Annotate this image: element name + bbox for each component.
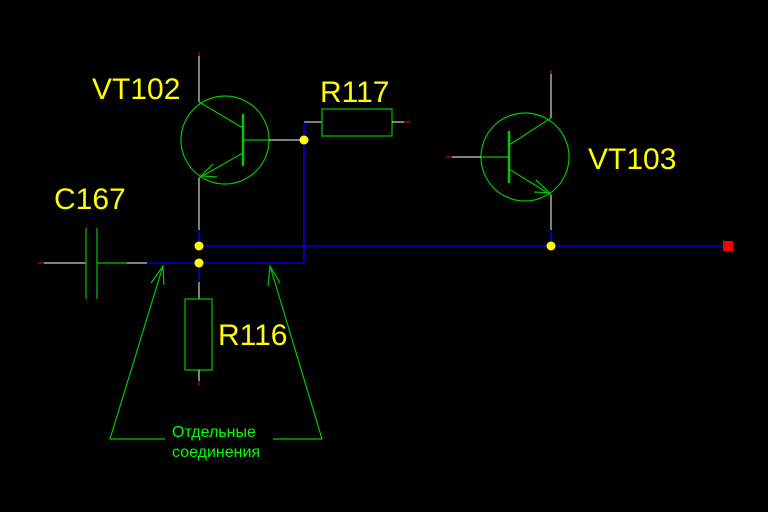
junction-dot-vt103-emitter[interactable] xyxy=(546,241,556,251)
vt103-emitter-arrow xyxy=(533,179,552,194)
junction-dot-r117[interactable] xyxy=(299,135,309,145)
junction-dot-vt102-emitter[interactable] xyxy=(194,241,204,251)
output-port[interactable] xyxy=(723,241,733,251)
annotation-callout xyxy=(109,264,323,440)
vt102-collector-lead xyxy=(198,101,244,129)
callout-left-arrowhead xyxy=(150,264,165,286)
callout-right-arrowhead xyxy=(267,264,281,287)
vt102-emitter-arrow xyxy=(199,163,218,178)
resistor-r116[interactable] xyxy=(184,282,213,386)
vt103-emitter-lead xyxy=(508,168,552,196)
junctions xyxy=(194,135,556,268)
annotation-line-1: Отдельные xyxy=(172,424,256,441)
resistor-r117[interactable] xyxy=(303,108,410,140)
vt103-collector-lead xyxy=(508,117,552,146)
junction-dot-lower-net[interactable] xyxy=(194,258,204,268)
wires xyxy=(147,141,728,282)
label-vt103: VT103 xyxy=(588,143,676,176)
annotation-line-2: соединения xyxy=(172,444,260,461)
label-vt102: VT102 xyxy=(92,73,180,106)
r117-body xyxy=(321,108,393,137)
label-r116: R116 xyxy=(218,319,288,352)
callout-left-leader xyxy=(109,265,165,440)
capacitor-c167[interactable] xyxy=(38,228,147,299)
label-c167: C167 xyxy=(54,183,126,216)
transistor-vt103[interactable] xyxy=(446,70,570,230)
label-r117: R117 xyxy=(320,76,390,109)
transistor-vt102[interactable] xyxy=(180,52,304,230)
callout-right-leader xyxy=(269,265,323,440)
r116-body xyxy=(184,298,213,371)
vt102-emitter-lead xyxy=(198,152,244,179)
